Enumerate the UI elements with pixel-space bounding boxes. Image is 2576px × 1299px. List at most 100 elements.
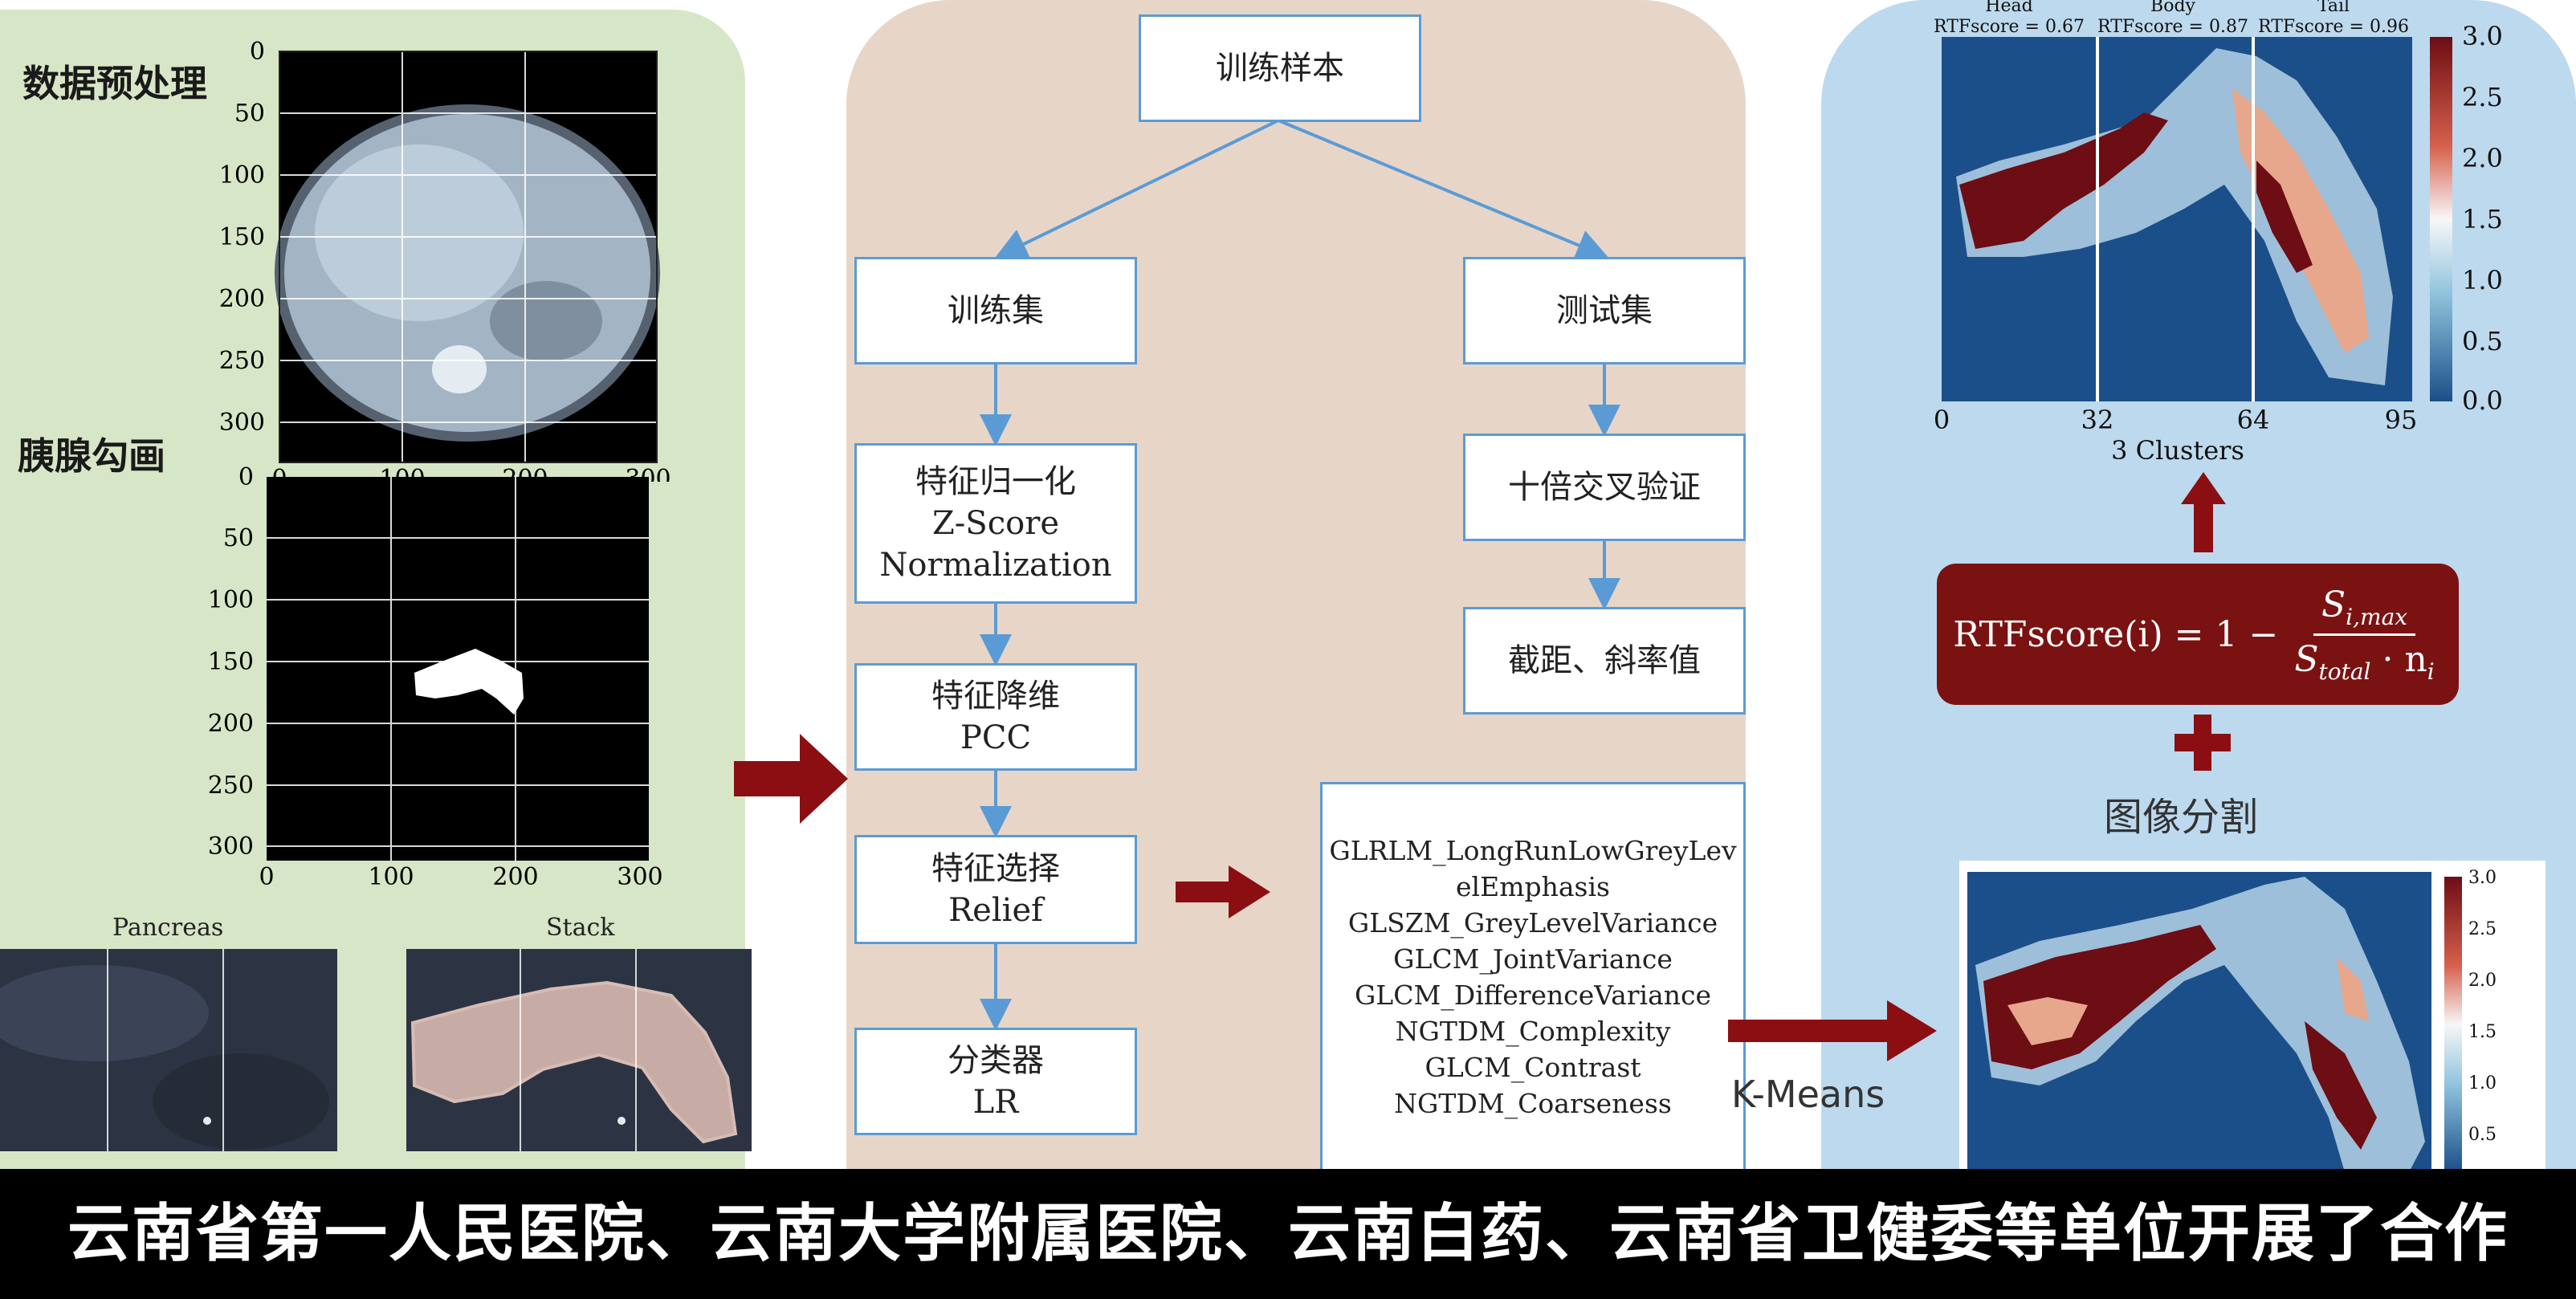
kmeans-label: K-Means	[1731, 1073, 1885, 1116]
rtf-score-formula: RTFscore(i) = 1 − Si,max Stotal · ni	[1937, 564, 2459, 705]
ct-y-tick: 200	[219, 285, 265, 313]
ct-liver	[315, 145, 524, 321]
heatmap-x-tick: 32	[2081, 405, 2114, 435]
mask-x-tick: 300	[617, 863, 662, 891]
pancreas-overlay	[410, 980, 738, 1144]
heatmap-score: RTFscore = 0.96	[2258, 17, 2409, 37]
cluster-mid-1	[2007, 997, 2088, 1045]
ct-scan-plot: 0 50 100 150 200 250 300 0 100 200 300	[219, 38, 671, 482]
contour-label: 胰腺勾画	[18, 434, 165, 478]
stack-thumbnail	[406, 949, 752, 1151]
mask-y-tick: 100	[208, 586, 254, 614]
ct-y-tick: 50	[234, 100, 265, 128]
pancreas-thumbnail	[0, 949, 337, 1151]
flow-node-samples: 训练样本	[1139, 14, 1421, 122]
plus-icon	[2175, 715, 2231, 771]
ct-y-tick: 150	[219, 223, 265, 251]
pancreas-thumb-title: Pancreas	[112, 914, 224, 942]
feature-item: GLCM_DifferenceVariance	[1354, 979, 1712, 1011]
cluster-colorbar-tick: 2.5	[2468, 919, 2497, 939]
mask-y-tick: 150	[208, 648, 254, 676]
mask-x-tick: 200	[492, 863, 538, 891]
cluster-colorbar	[2444, 877, 2462, 1172]
preprocess-label: 数据预处理	[22, 62, 207, 105]
stack-thumb-title: Stack	[546, 914, 615, 942]
heatmap-score: RTFscore = 0.67	[1934, 17, 2085, 37]
segmentation-label: 图像分割	[2104, 795, 2259, 840]
colorbar-tick: 2.0	[2462, 143, 2503, 173]
colorbar-tick: 0.0	[2462, 385, 2503, 416]
heatmap-colorbar	[2430, 37, 2452, 401]
mask-x-ticks: 0 100 200 300	[259, 863, 662, 891]
heatmap-x-tick: 0	[1934, 405, 1950, 435]
mask-y-tick: 50	[223, 524, 254, 552]
heatmap-subtitle: Tail	[2317, 0, 2350, 16]
flow-node-test-set: 测试集	[1463, 257, 1746, 364]
feature-item: GLCM_Contrast	[1425, 1052, 1641, 1083]
feature-item: GLSZM_GreyLevelVariance	[1347, 907, 1718, 939]
heatmap-head-high	[1959, 112, 2168, 249]
cluster-colorbar-tick: 0.5	[2468, 1125, 2497, 1145]
feature-item: GLRLM_LongRunLowGreyLev	[1329, 835, 1737, 866]
cluster-colorbar-tick: 1.5	[2468, 1022, 2497, 1042]
flowchart-connectors	[980, 119, 1620, 1031]
arrow-up-to-heatmap	[2181, 472, 2226, 552]
heatmap-xlabel: 3 Clusters	[2111, 435, 2244, 466]
cluster-mid-2	[2337, 957, 2369, 1021]
pancreas-mask	[414, 649, 524, 715]
heatmap-x-tick: 95	[2385, 405, 2418, 435]
mask-y-tick: 0	[238, 463, 254, 491]
ct-y-tick: 0	[250, 38, 265, 66]
colorbar-tick: 1.0	[2462, 265, 2503, 295]
mask-y-tick: 200	[208, 710, 254, 738]
ct-y-tick: 300	[219, 409, 265, 437]
cluster-colorbar-tick: 3.0	[2468, 868, 2497, 888]
heatmap-subtitle: Head	[1985, 0, 2032, 16]
heatmap-subtitle: Body	[2150, 0, 2195, 16]
mask-y-ticks: 0 50 100 150 200 250 300	[208, 463, 254, 861]
heatmap-tail-high	[2256, 161, 2313, 273]
feature-item: NGTDM_Complexity	[1395, 1016, 1671, 1047]
mask-x-tick: 100	[368, 863, 414, 891]
cluster-colorbar-tick: 1.0	[2468, 1073, 2497, 1093]
mask-gridlines	[267, 477, 649, 861]
flow-node-cross-validation: 十倍交叉验证	[1463, 434, 1746, 541]
mask-y-tick: 250	[208, 772, 254, 800]
caption-bar	[0, 1169, 2576, 1299]
heatmap-x-tick: 64	[2237, 405, 2270, 435]
pancreas-mask-plot: 0 50 100 150 200 250 300 0 100 200 300	[208, 463, 663, 891]
ct-gridlines	[279, 51, 657, 462]
feature-item: GLCM_JointVariance	[1393, 943, 1673, 975]
ct-y-ticks: 0 50 100 150 200 250 300	[219, 38, 265, 437]
colorbar-tick: 3.0	[2462, 21, 2503, 51]
cluster-colorbar-tick: 2.0	[2468, 971, 2497, 991]
cluster-tail-high	[2305, 1021, 2377, 1150]
mask-y-tick: 300	[208, 833, 254, 861]
subtitle-caption: 云南省第一人民医院、云南大学附属医院、云南白药、云南省卫健委等单位开展了合作	[67, 1198, 2509, 1270]
arrow-to-features	[1176, 865, 1270, 918]
cluster-map: 3.0 2.5 2.0 1.5 1.0 0.5	[1959, 861, 2545, 1172]
arrow-to-modeling	[734, 734, 848, 824]
colorbar-tick: 2.5	[2462, 82, 2503, 112]
mask-x-tick: 0	[259, 863, 274, 891]
ct-spine	[432, 345, 487, 393]
colorbar-tick: 1.5	[2462, 204, 2503, 234]
arrow-to-cluster-map	[1728, 1000, 1937, 1061]
ct-y-tick: 250	[219, 347, 265, 375]
ct-bowel	[490, 281, 602, 361]
feature-item: elEmphasis	[1456, 871, 1610, 902]
heatmap-score: RTFscore = 0.87	[2097, 17, 2248, 37]
heatmap-tail-mid	[2232, 88, 2369, 353]
heatmap-pancreas-low	[1956, 48, 2393, 385]
ct-y-tick: 100	[219, 161, 265, 189]
rtf-heatmap: Head Body Tail RTFscore = 0.67 RTFscore …	[1934, 0, 2503, 466]
flow-node-train-set: 训练集	[854, 257, 1137, 364]
selected-features-box: GLRLM_LongRunLowGreyLev elEmphasis GLSZM…	[1320, 782, 1746, 1172]
colorbar-tick: 0.5	[2462, 326, 2503, 356]
feature-item: NGTDM_Coarseness	[1394, 1088, 1672, 1119]
flow-node-intercept-slope: 截距、斜率值	[1463, 607, 1746, 715]
